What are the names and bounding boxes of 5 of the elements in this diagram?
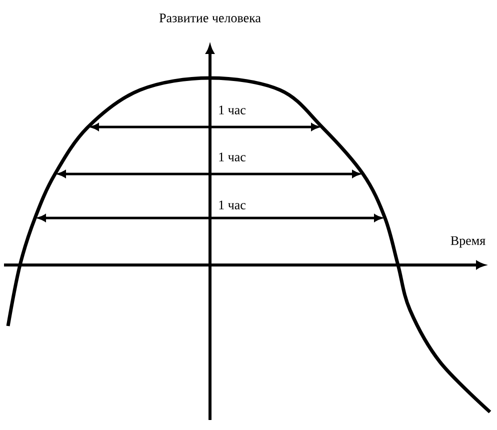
duration-label: 1 час	[219, 200, 246, 210]
duration-label: 1 час	[219, 152, 246, 162]
axis-label: Время	[450, 236, 486, 248]
duration-label: 1 час	[219, 106, 246, 114]
axis-label: Развитие человека	[159, 14, 261, 22]
